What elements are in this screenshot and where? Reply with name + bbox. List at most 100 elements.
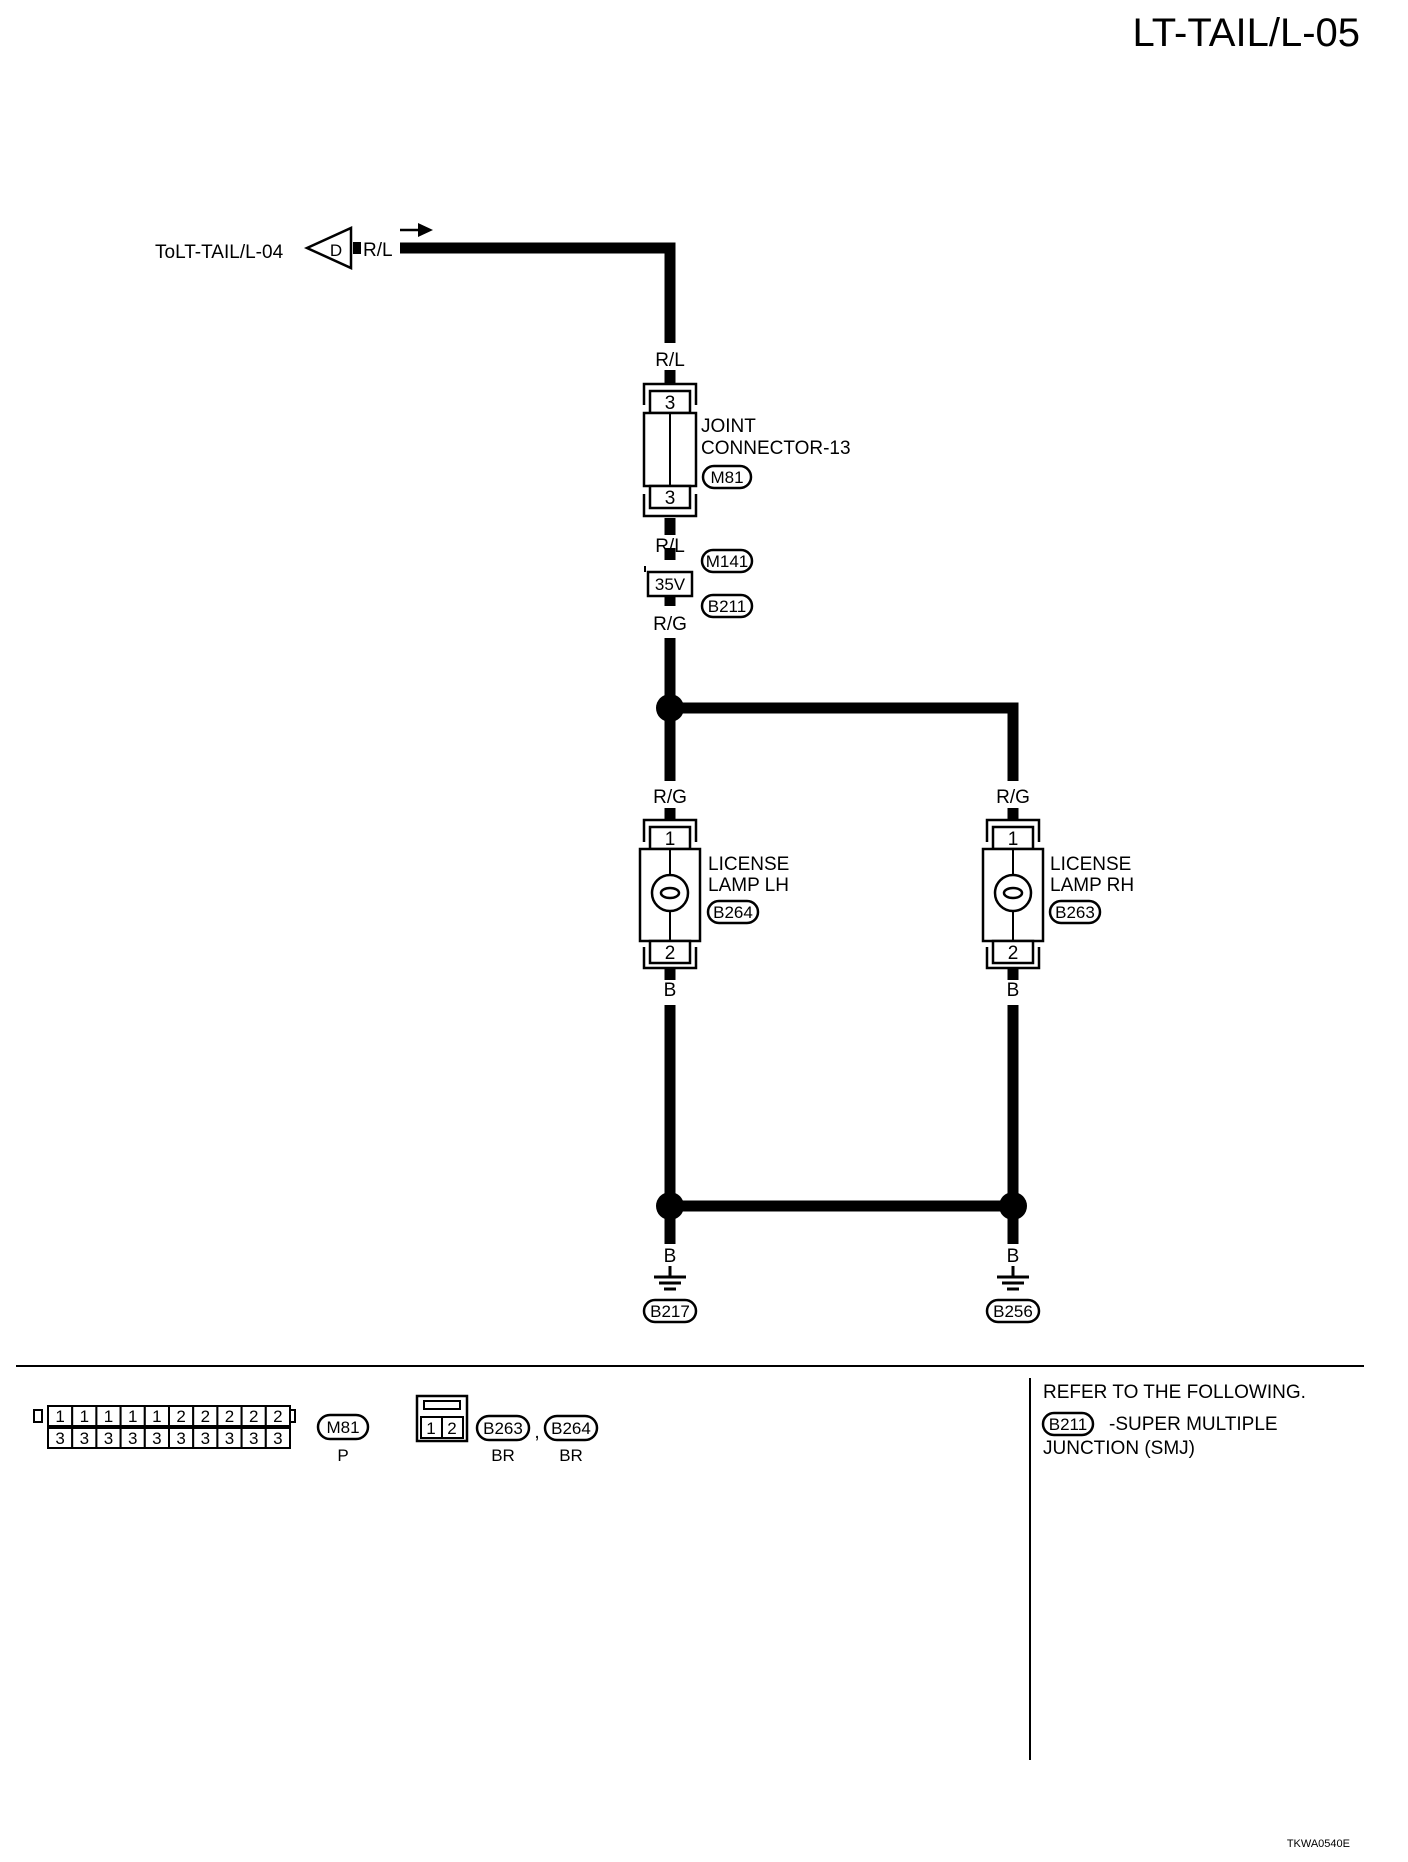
lamp-lh-pin-bottom: 2: [665, 943, 676, 964]
m81-bottom-pin: 3: [225, 1429, 234, 1448]
ground-rh-id-badge: [985, 1298, 1041, 1324]
lamp-rh-wire-out: B: [1007, 980, 1020, 1001]
reference-id: B211: [1049, 1415, 1087, 1434]
lamp-rh-pin-bottom: 2: [1008, 943, 1019, 964]
license-lamp-rh: R/G 1 2 B LICENSE LAMP RH B263: [981, 787, 1134, 1001]
m81-view-color: P: [337, 1446, 348, 1465]
ground-rh: B B256: [985, 1246, 1041, 1324]
harness-lower-id: B211: [708, 597, 746, 616]
harness-upper-id: M141: [706, 552, 749, 571]
lamp-view-id-badge-1: [475, 1414, 531, 1442]
joint-connector: R/L 3 3 JOINT CONNECTOR-13 M81: [642, 350, 851, 518]
off-page-wire-color: R/L: [363, 240, 393, 261]
wire-rg-branch-rh: [670, 702, 1019, 781]
lamp-rh-name-line1: LICENSE: [1050, 854, 1131, 875]
harness-terminal: 35V: [655, 575, 686, 594]
m81-top-pin: 2: [225, 1407, 234, 1426]
lamp-lh-wire-in: R/G: [653, 787, 687, 808]
m81-view-id-badge: [316, 1413, 370, 1441]
joint-wire-in: R/L: [655, 350, 685, 371]
ground-lh: B B217: [642, 1246, 698, 1324]
m81-bottom-pin: 3: [176, 1429, 185, 1448]
license-lamp-lh: R/G 1 2 B LICENSE LAMP LH B264: [638, 787, 789, 1001]
ground-rh-wire: B: [1007, 1246, 1020, 1267]
splice-b-lh: [656, 1192, 684, 1220]
reference-id-badge: [1041, 1411, 1095, 1437]
m81-top-pin: 2: [201, 1407, 210, 1426]
joint-connector-id: M81: [710, 468, 743, 487]
lamp-view-id-badge-2: [543, 1414, 599, 1442]
lamp-lh-name-line1: LICENSE: [708, 854, 789, 875]
lamp-view-pin-1: 1: [426, 1419, 435, 1438]
m81-top-pin: 2: [176, 1407, 185, 1426]
lamp-view-separator: ,: [534, 1422, 539, 1443]
ground-rh-id: B256: [993, 1302, 1033, 1321]
lamp-view-id-2: B264: [551, 1419, 591, 1438]
wire-rl-feed: [400, 242, 676, 343]
joint-pin-top: 3: [665, 393, 676, 414]
off-page-letter: D: [330, 241, 342, 260]
lamp-lh-wire-out: B: [664, 980, 677, 1001]
m81-top-pin: 1: [80, 1407, 89, 1426]
current-direction-arrow: [400, 223, 433, 237]
lamp-view-id-1: B263: [483, 1419, 523, 1438]
lamp-view-pin-2: 2: [447, 1419, 456, 1438]
m81-bottom-cell: [264, 1427, 291, 1449]
reference-text-line2: JUNCTION (SMJ): [1043, 1438, 1195, 1459]
joint-connector-id-badge: [701, 464, 753, 490]
m81-bottom-pin: 3: [249, 1429, 258, 1448]
reference-note: REFER TO THE FOLLOWING. B211 -SUPER MULT…: [1041, 1382, 1306, 1459]
harness-connector: R/L 35V M141 B211 R/G: [644, 536, 754, 635]
joint-pin-bottom: 3: [665, 488, 676, 509]
m81-top-pin: 2: [273, 1407, 282, 1426]
m81-top-pin: 2: [249, 1407, 258, 1426]
harness-lower-id-badge: [700, 593, 754, 619]
harness-wire-out: R/G: [653, 614, 687, 635]
lamp-lh-bulb-icon: [650, 873, 690, 913]
m81-bottom-pin: 3: [201, 1429, 210, 1448]
off-page-arrow: [303, 226, 353, 270]
wires: [400, 242, 1019, 1244]
joint-name-line1: JOINT: [701, 416, 756, 437]
splice-rg: [656, 694, 684, 722]
harness-wire-in: R/L: [655, 536, 685, 557]
lamp-rh-name-line2: LAMP RH: [1050, 875, 1134, 896]
m81-top-pin: 1: [104, 1407, 113, 1426]
lamp-rh-id: B263: [1055, 903, 1095, 922]
m81-top-cell: [264, 1405, 291, 1427]
lamp-lh-id-badge: [706, 899, 760, 925]
m81-top-pin: 1: [128, 1407, 137, 1426]
m81-bottom-pin: 3: [273, 1429, 282, 1448]
ground-lh-wire: B: [664, 1246, 677, 1267]
harness-upper-id-badge: [700, 548, 754, 574]
lamp-rh-id-badge: [1048, 899, 1102, 925]
lamp-lh-name-line2: LAMP LH: [708, 875, 789, 896]
lamp-lh-id: B264: [713, 903, 753, 922]
m81-top-pin: 1: [152, 1407, 161, 1426]
m81-bottom-pin: 3: [104, 1429, 113, 1448]
off-page-terminal: [353, 242, 361, 254]
splice-b-rh: [999, 1192, 1027, 1220]
m81-top-pin: 1: [55, 1407, 64, 1426]
lamp-rh-wire-in: R/G: [996, 787, 1030, 808]
reference-text-line1: -SUPER MULTIPLE: [1109, 1414, 1278, 1435]
m81-bottom-pin: 3: [80, 1429, 89, 1448]
lamp-rh-pin-top: 1: [1008, 829, 1019, 850]
off-page-connector: ToLT-TAIL/L-04 D R/L: [155, 223, 433, 270]
lamp-rh-bulb-icon: [993, 873, 1033, 913]
lamp-view-color-2: BR: [559, 1446, 583, 1465]
m81-bottom-pin: 3: [128, 1429, 137, 1448]
m81-bottom-pin: 3: [55, 1429, 64, 1448]
m81-bottom-pin: 3: [152, 1429, 161, 1448]
connector-view-lamp: 1 2 B263 , B264 BR BR: [415, 1394, 599, 1465]
m81-view-id: M81: [326, 1418, 359, 1437]
joint-name-line2: CONNECTOR-13: [701, 438, 851, 459]
ground-lh-id-badge: [642, 1298, 698, 1324]
lamp-view-color-1: BR: [491, 1446, 515, 1465]
harness-terminal-box: [646, 570, 694, 598]
off-page-target: ToLT-TAIL/L-04: [155, 242, 284, 263]
figure-code: TKWA0540E: [1287, 1838, 1350, 1850]
